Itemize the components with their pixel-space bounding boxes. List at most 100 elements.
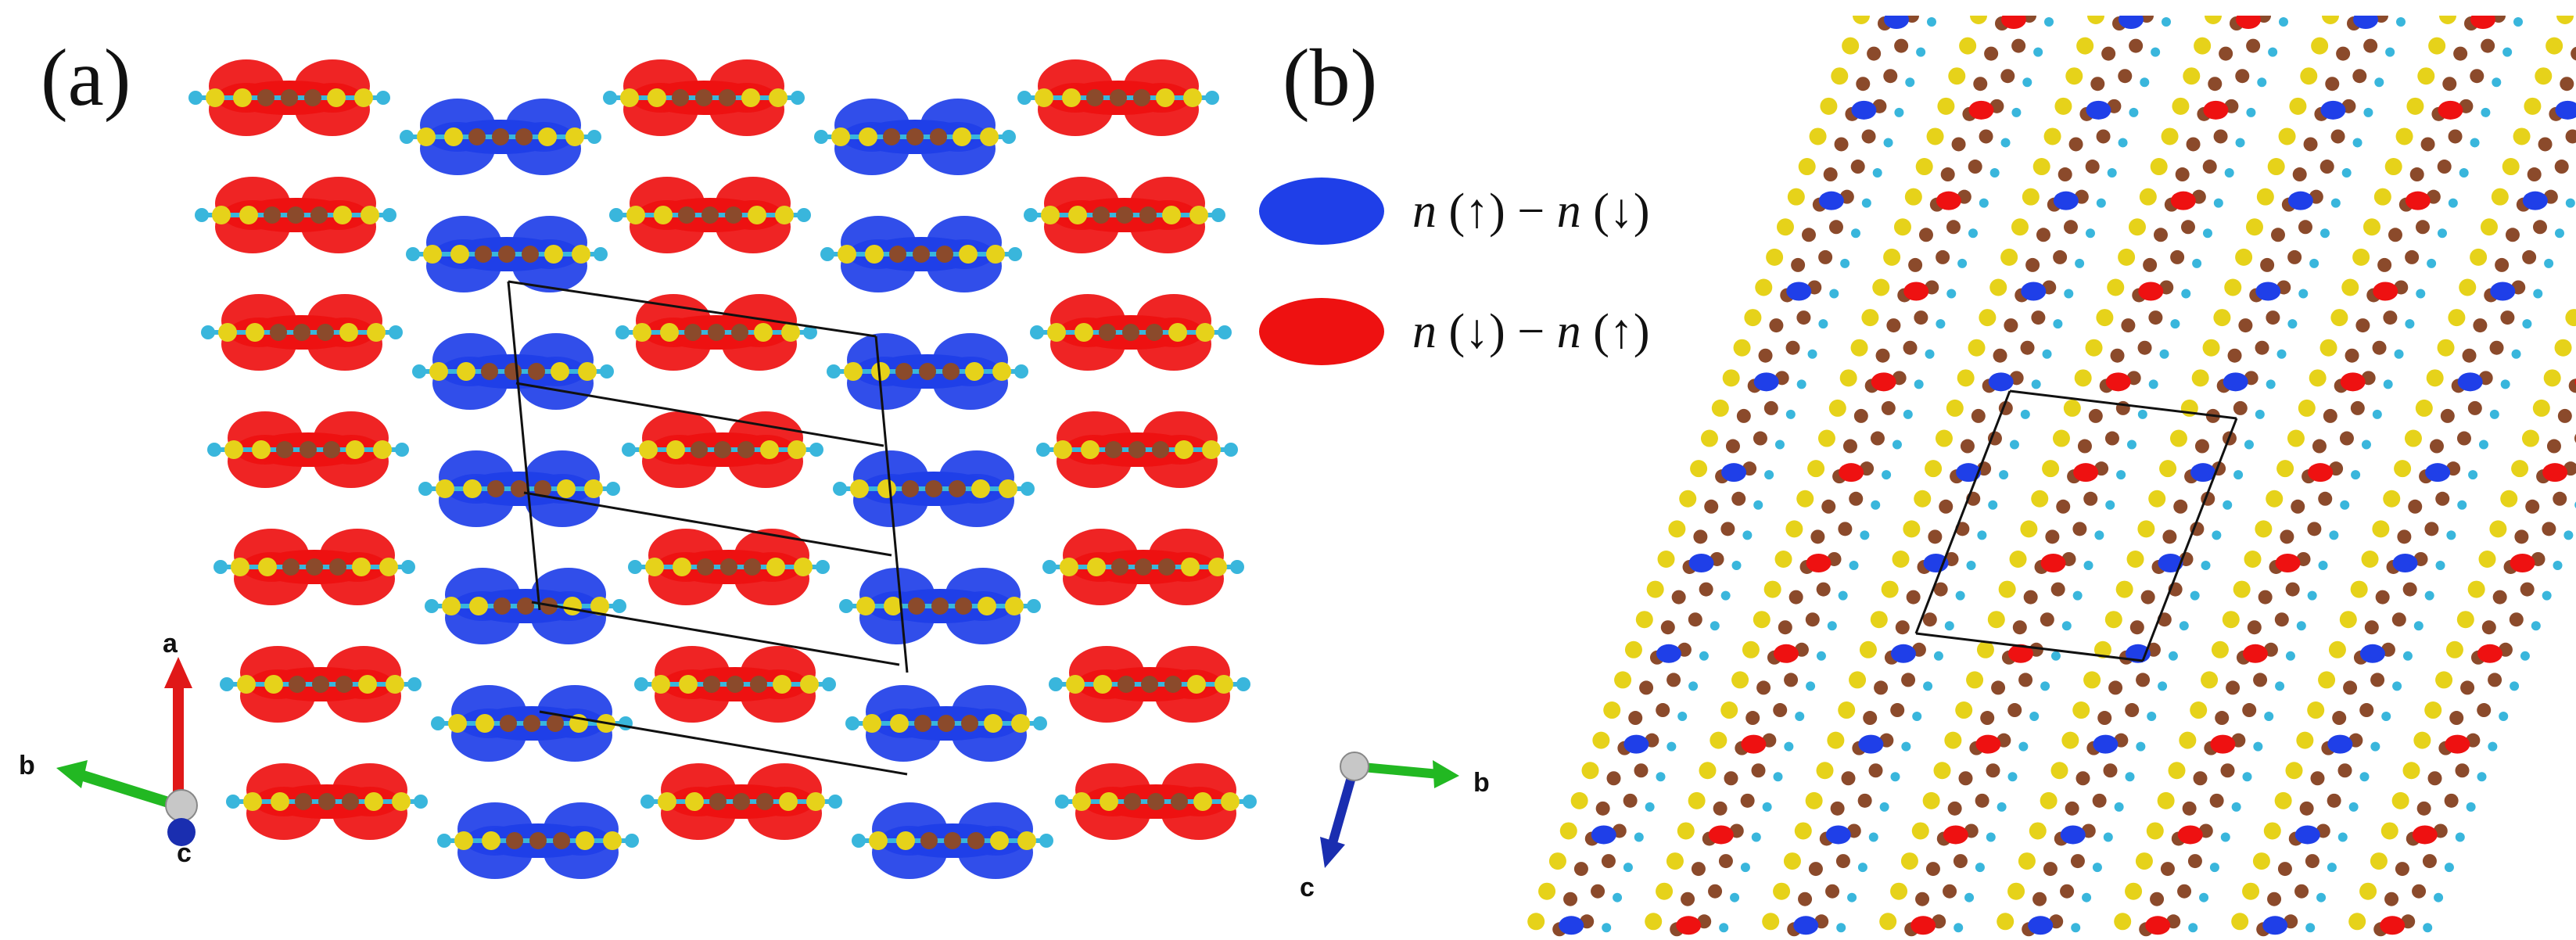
carbon-atom: [306, 558, 323, 576]
carbon-atom: [1758, 348, 1773, 363]
sulfur-atom: [243, 792, 262, 811]
carbon-atom: [1894, 38, 1909, 53]
hydrogen-atom: [2040, 681, 2050, 691]
carbon-atom: [914, 715, 931, 732]
hydrogen-atom: [2352, 138, 2363, 148]
axis-b-arrowhead: [1433, 760, 1459, 788]
hydrogen-atom: [2190, 590, 2200, 601]
sulfur-atom: [1688, 791, 1706, 809]
hydrogen-atom: [2565, 198, 2575, 208]
sulfur-atom: [2554, 339, 2572, 357]
molecule-unit: [201, 294, 403, 371]
spin-density-lobe: [1839, 463, 1864, 483]
sulfur-atom: [2072, 701, 2090, 719]
sulfur-atom: [2456, 611, 2474, 629]
carbon-atom: [293, 324, 310, 341]
carbon-atom: [2532, 220, 2547, 235]
carbon-atom: [2384, 892, 2399, 906]
spin-density-lobe: [1721, 463, 1747, 483]
carbon-atom: [1785, 340, 1800, 355]
molecule-unit: [400, 99, 601, 175]
hydrogen-atom: [2125, 772, 2135, 782]
hydrogen-atom: [2233, 470, 2244, 480]
hydrogen-atom: [2137, 409, 2147, 419]
sulfur-atom: [856, 597, 875, 615]
sulfur-atom: [871, 362, 890, 381]
sulfur-atom: [1870, 611, 1888, 629]
hydrogen-atom: [2000, 138, 2011, 148]
sulfur-atom: [379, 558, 398, 576]
unit-cell-edge: [508, 280, 877, 338]
carbon-atom: [2514, 529, 2529, 544]
carbon-atom: [2053, 249, 2068, 264]
carbon-atom: [2012, 620, 2027, 635]
sulfur-atom: [2319, 339, 2337, 357]
spin-density-lobe: [1910, 916, 1936, 935]
molecule-unit: [226, 763, 428, 840]
carbon-atom: [2274, 612, 2289, 627]
sulfur-atom: [1957, 369, 1975, 387]
molecule-unit: [425, 568, 626, 644]
carbon-atom: [2209, 793, 2224, 808]
carbon-atom: [468, 128, 486, 145]
hydrogen-atom: [1861, 198, 1871, 208]
sulfur-atom: [2042, 460, 2060, 478]
sulfur-atom: [442, 597, 461, 615]
sulfur-atom: [436, 479, 454, 498]
hydrogen-atom: [2492, 77, 2502, 88]
carbon-atom: [2310, 771, 2325, 786]
carbon-atom: [2435, 491, 2450, 506]
sulfur-atom: [1053, 440, 1072, 459]
spin-density-lobe: [2158, 553, 2183, 572]
hydrogen-atom: [1977, 530, 1987, 540]
carbon-atom: [2136, 673, 2151, 687]
hydrogen-atom: [2435, 560, 2445, 570]
hydrogen-atom: [2434, 892, 2444, 902]
carbon-atom: [2363, 38, 2378, 53]
carbon-atom: [2083, 491, 2098, 506]
hydrogen-atom: [2148, 379, 2158, 389]
sulfur-atom: [2470, 248, 2488, 266]
carbon-atom: [2040, 612, 2054, 627]
sulfur-atom: [1937, 97, 1955, 115]
spin-density-lobe: [1884, 16, 1909, 29]
hydrogen-atom: [2374, 77, 2384, 88]
sulfur-atom: [1072, 792, 1091, 811]
hydrogen-atom: [2255, 409, 2265, 419]
hydrogen-atom: [2554, 228, 2564, 239]
carbon-atom: [2492, 590, 2507, 605]
sulfur-atom: [2065, 67, 2083, 85]
spin-density-lobe: [1753, 372, 1779, 392]
carbon-atom: [1141, 676, 1158, 693]
carbon-atom: [1874, 680, 1889, 695]
spin-density-lobe: [2236, 16, 2261, 29]
hydrogen-atom: [625, 834, 639, 848]
carbon-atom: [2186, 137, 2201, 152]
carbon-atom: [310, 206, 328, 224]
carbon-atom: [329, 558, 346, 576]
carbon-atom: [1984, 46, 1999, 61]
sulfur-atom: [1900, 852, 1918, 870]
spin-density-lobe: [2093, 734, 2119, 754]
sulfur-atom: [1796, 490, 1814, 508]
hydrogen-atom: [1850, 228, 1860, 239]
sulfur-atom: [2372, 520, 2390, 538]
carbon-atom: [2148, 310, 2163, 325]
carbon-atom: [1146, 324, 1163, 341]
carbon-atom: [2125, 703, 2140, 718]
hydrogen-atom: [2085, 228, 2095, 239]
hydrogen-atom: [389, 325, 403, 339]
spin-density-lobe: [1903, 282, 1929, 301]
hydrogen-atom: [2416, 289, 2426, 299]
carbon-atom: [737, 441, 755, 458]
carbon-atom: [282, 558, 300, 576]
hydrogen-atom: [1730, 892, 1740, 902]
hydrogen-atom: [1892, 440, 1902, 450]
hydrogen-atom: [2383, 379, 2393, 389]
hydrogen-atom: [2340, 500, 2350, 510]
carbon-atom: [2187, 854, 2202, 869]
unit-cell-edge: [1915, 632, 2144, 662]
hydrogen-atom: [2022, 77, 2032, 88]
carbon-atom: [517, 597, 534, 615]
sulfur-atom: [1538, 882, 1556, 900]
